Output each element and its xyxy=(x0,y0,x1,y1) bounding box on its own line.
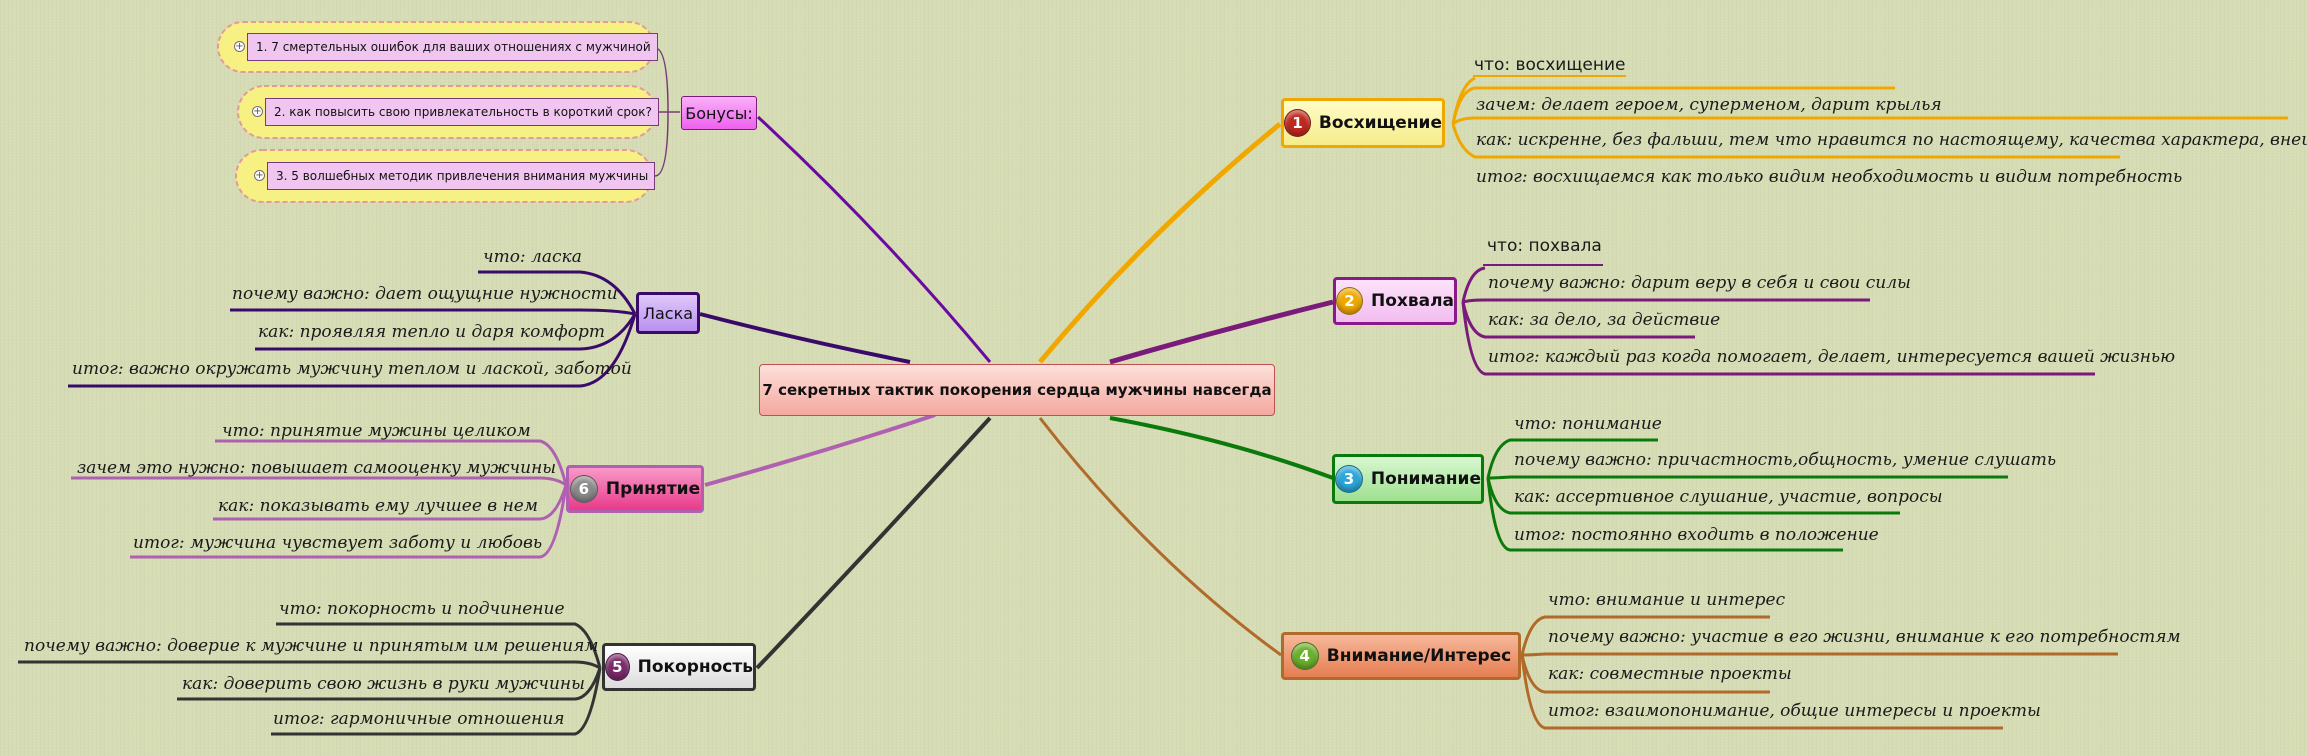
admiration-item: зачем: делает героем, суперменом, дарит … xyxy=(1476,95,1942,115)
acceptance-item: как: показывать ему лучшее в нем xyxy=(218,496,538,516)
bonus-item[interactable]: 3. 5 волшебных методик привлечения внима… xyxy=(267,162,656,190)
submission-item: что: покорность и подчинение xyxy=(279,599,565,619)
expand-plus-icon[interactable]: + xyxy=(234,41,245,52)
central-topic-label: 7 секретных тактик покорения сердца мужч… xyxy=(762,381,1272,399)
branch-bonuses-label: Бонусы: xyxy=(685,103,753,123)
submission-item: как: доверить свою жизнь в руки мужчины xyxy=(182,674,585,694)
branch-attention[interactable]: 4 Внимание/Интерес xyxy=(1281,632,1521,680)
attention-item: что: внимание и интерес xyxy=(1548,590,1786,610)
branch-admiration-label: Восхищение xyxy=(1318,113,1442,133)
praise-what: что: похвала xyxy=(1487,236,1602,256)
praise-item: почему важно: дарит веру в себя и свои с… xyxy=(1488,273,1911,293)
branch-caress-label: Ласка xyxy=(642,303,694,323)
understanding-item: как: ассертивное слушание, участие, вопр… xyxy=(1514,487,1943,507)
understanding-item: итог: постоянно входить в положение xyxy=(1514,525,1879,545)
submission-item: итог: гармоничные отношения xyxy=(273,709,565,729)
branch-praise-label: Похвала xyxy=(1370,291,1454,311)
central-topic[interactable]: 7 секретных тактик покорения сердца мужч… xyxy=(759,364,1275,416)
attention-item: почему важно: участие в его жизни, внима… xyxy=(1548,627,2181,647)
branch-acceptance-label: Принятие xyxy=(605,479,701,499)
branch-understanding-label: Понимание xyxy=(1370,469,1481,489)
number-badge: 6 xyxy=(569,475,598,503)
number-badge: 1 xyxy=(1284,109,1311,137)
branch-submission-label: Покорность xyxy=(637,657,753,677)
expand-plus-icon[interactable]: + xyxy=(254,170,265,181)
bonus-item[interactable]: 1. 7 смертельных ошибок для ваших отноше… xyxy=(247,33,658,61)
caress-item: итог: важно окружать мужчину теплом и ла… xyxy=(72,359,632,379)
branch-attention-label: Внимание/Интерес xyxy=(1326,646,1512,666)
branch-admiration[interactable]: 1 Восхищение xyxy=(1281,98,1445,148)
branch-acceptance[interactable]: 6 Принятие xyxy=(566,465,704,513)
caress-item: как: проявляя тепло и даря комфорт xyxy=(258,322,605,342)
branch-bonuses[interactable]: Бонусы: xyxy=(681,96,757,130)
submission-item: почему важно: доверие к мужчине и принят… xyxy=(24,636,599,656)
understanding-item: почему важно: причастность,общность, уме… xyxy=(1514,450,2057,470)
branch-caress[interactable]: Ласка xyxy=(636,292,700,334)
admiration-item: итог: восхищаемся как только видим необх… xyxy=(1476,167,2183,187)
attention-item: итог: взаимопонимание, общие интересы и … xyxy=(1548,701,2041,721)
understanding-item: что: понимание xyxy=(1514,414,1662,434)
number-badge: 3 xyxy=(1335,465,1363,493)
acceptance-item: зачем это нужно: повышает самооценку муж… xyxy=(77,458,557,478)
number-badge: 5 xyxy=(605,653,630,681)
branch-praise[interactable]: 2 Похвала xyxy=(1333,277,1457,325)
praise-item: итог: каждый раз когда помогает, делает,… xyxy=(1488,347,2176,367)
attention-item: как: совместные проекты xyxy=(1548,664,1792,684)
branch-submission[interactable]: 5 Покорность xyxy=(602,643,756,691)
caress-item: почему важно: дает ощущние нужности xyxy=(232,284,618,304)
expand-plus-icon[interactable]: + xyxy=(252,106,263,117)
number-badge: 2 xyxy=(1336,287,1363,315)
caress-item: что: ласка xyxy=(483,247,582,267)
acceptance-item: итог: мужчина чувствует заботу и любовь xyxy=(133,533,543,553)
branch-understanding[interactable]: 3 Понимание xyxy=(1332,454,1484,504)
bonus-item[interactable]: 2. как повысить свою привлекательность в… xyxy=(265,98,659,126)
admiration-item: как: искренне, без фальши, тем что нрави… xyxy=(1476,130,2307,150)
acceptance-item: что: принятие мужины целиком xyxy=(222,421,531,441)
praise-item: как: за дело, за действие xyxy=(1488,310,1721,330)
admiration-what: что: восхищение xyxy=(1474,55,1626,75)
number-badge: 4 xyxy=(1290,642,1319,670)
